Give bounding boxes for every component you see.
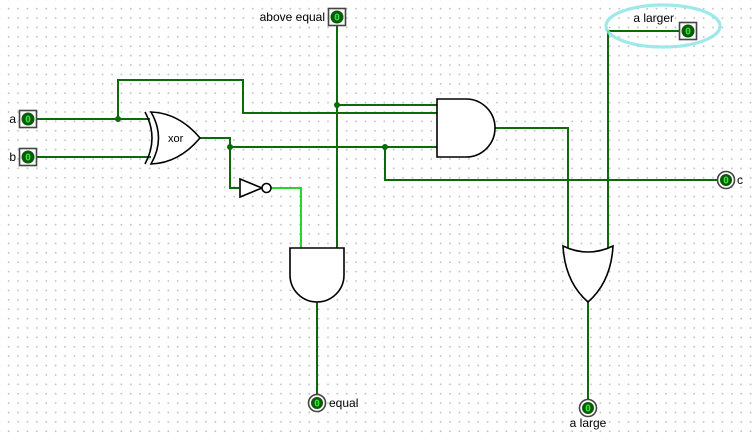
pin-a-label: a bbox=[9, 112, 16, 126]
pin-a-large-label: a large bbox=[570, 416, 607, 430]
wire-a-branch-to-and[interactable] bbox=[117, 79, 437, 119]
highlight-oval bbox=[604, 3, 722, 49]
grid-dots bbox=[0, 0, 753, 434]
pin-above-equal-label: above equal bbox=[260, 10, 325, 24]
pin-input-a-larger[interactable]: 0 bbox=[678, 21, 698, 41]
pin-above-equal-value: 0 bbox=[334, 13, 340, 24]
wire-xor-to-c[interactable] bbox=[384, 147, 718, 181]
pin-c-value-disc bbox=[720, 174, 732, 186]
junction-above-equal-branch bbox=[334, 102, 340, 108]
pin-input-a[interactable]: 0 bbox=[18, 109, 38, 129]
pin-a-large-value-disc bbox=[582, 402, 594, 414]
junction-xor-not-branch bbox=[227, 144, 233, 150]
not-gate[interactable] bbox=[239, 177, 272, 199]
wire-a-larger-to-or[interactable] bbox=[607, 30, 679, 252]
wire-not-out-high[interactable] bbox=[271, 187, 302, 249]
pin-equal-label: equal bbox=[329, 396, 358, 410]
wire-xor-to-not[interactable] bbox=[229, 147, 239, 189]
pin-b-value-disc bbox=[21, 150, 35, 164]
pin-equal-value: 0 bbox=[314, 399, 320, 410]
pin-output-equal[interactable]: 0 bbox=[307, 393, 327, 413]
pin-b-label: b bbox=[9, 150, 16, 164]
pin-a-larger-label: a larger bbox=[633, 11, 674, 25]
pin-b-value: 0 bbox=[25, 153, 31, 164]
pin-c-label: c bbox=[737, 173, 743, 187]
pin-output-c[interactable]: 0 bbox=[716, 170, 736, 190]
pin-a-large-value: 0 bbox=[585, 404, 591, 415]
wire-and-upper-out-to-or[interactable] bbox=[495, 127, 569, 252]
pin-a-larger-value-disc bbox=[681, 24, 695, 38]
or-gate[interactable] bbox=[562, 244, 614, 304]
wire-xor-out-to-and[interactable] bbox=[200, 137, 437, 148]
not-gate-triangle bbox=[239, 177, 265, 199]
pin-a-larger-value: 0 bbox=[685, 27, 691, 38]
xor-gate-leading-arc bbox=[144, 111, 153, 165]
xor-gate-body bbox=[149, 111, 202, 165]
not-gate-bubble bbox=[261, 182, 272, 194]
pin-a-value: 0 bbox=[25, 115, 31, 126]
xor-gate[interactable]: xor bbox=[144, 111, 202, 165]
xor-gate-label: xor bbox=[168, 133, 184, 145]
pin-output-a-large[interactable]: 0 bbox=[578, 398, 598, 418]
junction-a-branch bbox=[115, 116, 121, 122]
pin-equal-value-disc bbox=[311, 397, 323, 409]
and-gate-lower[interactable] bbox=[289, 247, 345, 303]
and-gate-upper[interactable] bbox=[436, 98, 496, 158]
pin-input-b[interactable]: 0 bbox=[18, 147, 38, 167]
pin-above-equal-value-disc bbox=[330, 10, 344, 24]
pin-input-above-equal[interactable]: 0 bbox=[327, 7, 347, 27]
junction-xor-c-branch bbox=[382, 144, 388, 150]
pin-a-value-disc bbox=[21, 112, 35, 126]
pin-c-value: 0 bbox=[723, 176, 729, 187]
